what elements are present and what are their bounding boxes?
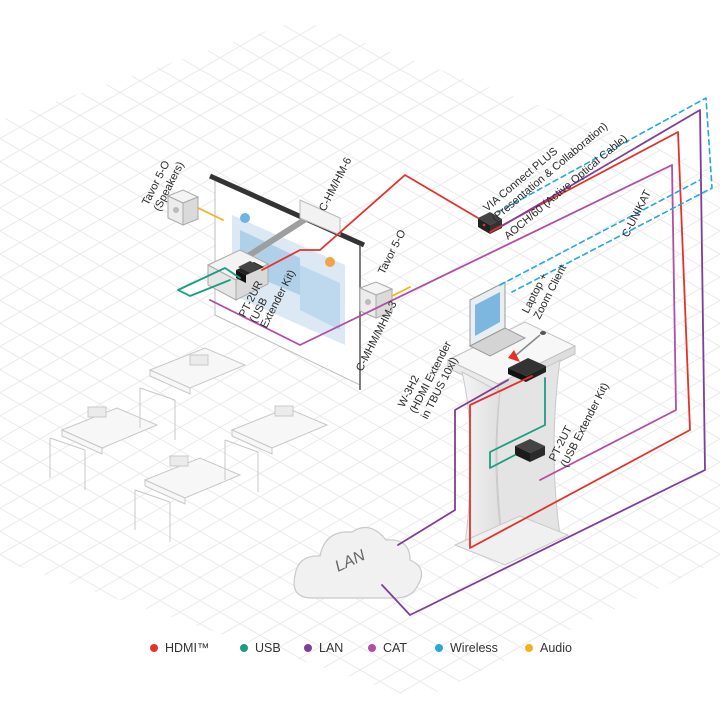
lan-line-via — [381, 109, 706, 616]
hdmi-line-podium — [469, 131, 691, 549]
legend-label: HDMI™ — [165, 641, 210, 655]
legend-label: LAN — [319, 641, 344, 655]
laptop — [468, 281, 527, 357]
classroom-furniture — [49, 347, 329, 542]
legend-label: Audio — [540, 641, 572, 655]
legend-swatch — [435, 644, 443, 652]
legend-item-audio: Audio — [525, 636, 572, 660]
legend-item-hdmi: HDMI™ — [150, 636, 209, 660]
legend-label: USB — [255, 641, 281, 655]
pt2ur-device — [238, 261, 262, 273]
legend-label: CAT — [383, 641, 408, 655]
audio-line-right — [391, 286, 411, 297]
legend-swatch — [304, 644, 312, 652]
usb-line-pt2ur — [177, 267, 241, 297]
legend-swatch — [525, 644, 533, 652]
cat-line — [209, 164, 677, 481]
usb-line-pt2ut — [489, 377, 546, 469]
legend-item-usb: USB — [240, 636, 281, 660]
wireless-line-laptop — [499, 179, 701, 286]
lan-line-podium — [397, 379, 509, 546]
legend: HDMI™ USB LAN CAT Wireless Audio — [0, 636, 720, 660]
projector — [206, 199, 341, 301]
hdmi-line-projector — [261, 174, 479, 271]
wireless-line-via — [497, 97, 713, 293]
speaker-right — [358, 281, 394, 319]
speaker-left — [166, 189, 200, 226]
legend-swatch — [150, 644, 158, 652]
legend-label: Wireless — [450, 641, 498, 655]
audio-line-left — [197, 207, 224, 221]
legend-swatch — [240, 644, 248, 652]
legend-item-lan: LAN — [304, 636, 343, 660]
w3h2-device — [508, 350, 546, 382]
legend-item-wireless: Wireless — [435, 636, 498, 660]
legend-swatch — [368, 644, 376, 652]
pt2ut-device — [515, 439, 545, 462]
legend-item-cat: CAT — [368, 636, 407, 660]
lan-cloud — [293, 526, 423, 599]
